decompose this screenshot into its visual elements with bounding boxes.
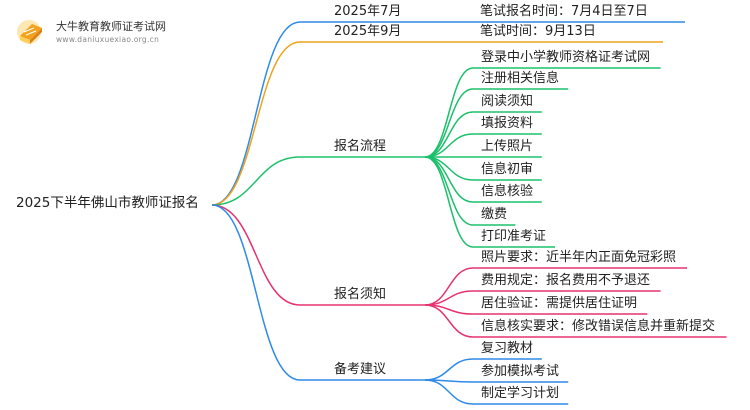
leaf-connector bbox=[424, 88, 474, 158]
branch-node: 备考建议 bbox=[334, 362, 387, 377]
leaf-connector bbox=[424, 156, 474, 226]
leaf-node: 参加模拟考试 bbox=[481, 364, 560, 379]
leaf-node: 填报资料 bbox=[481, 116, 534, 131]
leaf-node: 登录中小学教师资格证考试网 bbox=[481, 50, 651, 65]
branch-connector bbox=[211, 156, 301, 206]
branch-node: 2025年7月 bbox=[334, 4, 402, 19]
branch-node: 报名流程 bbox=[334, 139, 387, 154]
branch-connector bbox=[211, 41, 301, 206]
leaf-node: 笔试报名时间：7月4日至7日 bbox=[480, 4, 648, 19]
leaf-connector bbox=[424, 67, 474, 158]
root-node: 2025下半年佛山市教师证报名 bbox=[16, 195, 199, 211]
book-logo-icon bbox=[14, 16, 48, 46]
branch-node: 2025年9月 bbox=[334, 24, 402, 39]
leaf-node: 注册相关信息 bbox=[481, 71, 560, 86]
branch-connector bbox=[211, 204, 301, 381]
leaf-node: 缴费 bbox=[481, 207, 508, 222]
leaf-connector bbox=[424, 304, 474, 338]
leaf-connector bbox=[424, 358, 474, 381]
branch-connector bbox=[211, 204, 301, 306]
leaf-node: 上传照片 bbox=[481, 139, 534, 154]
leaf-node: 照片要求：近半年内正面免冠彩照 bbox=[481, 250, 677, 265]
leaf-node: 笔试时间：9月13日 bbox=[480, 24, 596, 39]
leaf-node: 信息核实要求：修改错误信息并重新提交 bbox=[481, 319, 716, 334]
leaf-connector bbox=[424, 156, 474, 248]
watermark-url: www.daniuxuexiao.org.cn bbox=[56, 35, 160, 44]
leaf-node: 阅读须知 bbox=[481, 94, 534, 109]
leaf-node: 信息核验 bbox=[481, 184, 534, 199]
leaf-node: 复习教材 bbox=[481, 341, 534, 356]
leaf-node: 信息初审 bbox=[481, 162, 534, 177]
branch-connector bbox=[211, 21, 301, 206]
leaf-node: 制定学习计划 bbox=[481, 386, 560, 401]
leaf-node: 居住验证：需提供居住证明 bbox=[481, 296, 638, 311]
leaf-connector bbox=[424, 267, 474, 306]
leaf-node: 打印准考证 bbox=[481, 229, 547, 244]
branch-node: 报名须知 bbox=[334, 287, 387, 302]
watermark-title: 大牛教育教师证考试网 bbox=[56, 20, 166, 33]
leaf-node: 费用规定：报名费用不予退还 bbox=[481, 273, 651, 288]
leaf-connector bbox=[424, 379, 474, 405]
